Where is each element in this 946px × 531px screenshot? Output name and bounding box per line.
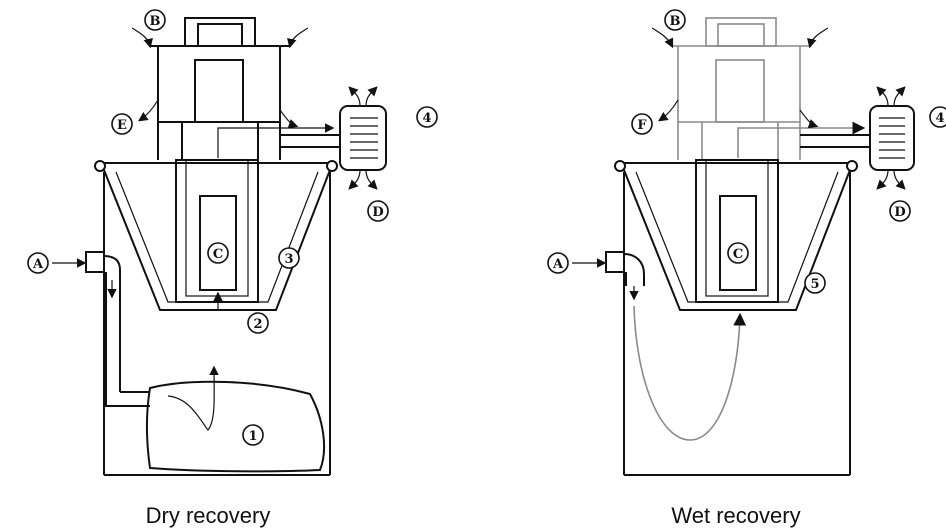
svg-text:4: 4 <box>422 111 431 126</box>
wet-tank <box>614 160 858 476</box>
dry-intake-pipe <box>52 251 150 407</box>
svg-text:A: A <box>32 257 44 272</box>
svg-text:2: 2 <box>253 317 262 332</box>
svg-text:A: A <box>552 257 564 272</box>
svg-text:D: D <box>894 205 905 220</box>
wet-callout-C: C <box>727 242 749 264</box>
wet-recovery-panel: B F 4 D A C 5 Wet recovery <box>547 9 946 528</box>
dry-bag-airflow <box>167 365 219 431</box>
wet-exhaust-filter <box>869 86 915 190</box>
svg-text:C: C <box>213 247 223 262</box>
svg-text:E: E <box>117 118 127 133</box>
wet-side-arrow-right <box>799 109 819 129</box>
dry-callout-1: 1 <box>242 424 264 446</box>
dry-exhaust-filter <box>339 86 387 190</box>
svg-text:D: D <box>372 205 383 220</box>
dry-side-arrow-right <box>279 109 299 129</box>
svg-text:B: B <box>150 14 161 29</box>
wet-callout-B: B <box>664 9 686 31</box>
dry-callout-C: C <box>207 242 229 264</box>
dry-motor-head <box>150 17 290 160</box>
svg-text:3: 3 <box>284 252 293 267</box>
wet-water-flow-arrow <box>633 305 747 441</box>
wet-intake-arrow-right <box>807 27 829 49</box>
wet-intake-pipe <box>572 251 645 301</box>
wet-callout-4: 4 <box>929 106 946 128</box>
dry-callout-B: B <box>144 9 166 31</box>
dry-filter-basket <box>103 159 331 311</box>
wet-exhaust-duct <box>737 121 870 158</box>
dry-callout-D: D <box>367 200 389 222</box>
wet-intake-arrow-left <box>651 27 674 49</box>
dry-side-arrow-left <box>138 99 159 122</box>
dry-intake-arrow-right <box>287 27 309 49</box>
svg-text:F: F <box>637 118 647 133</box>
svg-text:5: 5 <box>810 277 819 292</box>
wet-side-arrow-left <box>658 99 679 122</box>
dry-callout-2: 2 <box>247 312 269 334</box>
dry-tank <box>94 160 338 476</box>
wet-callout-5: 5 <box>804 272 826 294</box>
svg-text:1: 1 <box>248 429 257 444</box>
dry-callout-E: E <box>111 113 133 135</box>
wet-callout-D: D <box>889 200 911 222</box>
dry-recovery-caption: Dry recovery <box>146 503 271 528</box>
wet-callout-A: A <box>547 252 569 274</box>
dry-dust-bag <box>146 380 326 473</box>
wet-recovery-caption: Wet recovery <box>671 503 800 528</box>
wet-callout-F: F <box>631 113 653 135</box>
svg-text:4: 4 <box>935 111 944 126</box>
dry-callout-3: 3 <box>278 247 300 269</box>
svg-text:C: C <box>733 247 743 262</box>
svg-text:B: B <box>670 14 681 29</box>
dry-recovery-panel: B E 4 D A C 3 2 <box>27 9 438 528</box>
wet-motor-head <box>672 17 810 160</box>
dry-intake-arrow-left <box>131 27 153 49</box>
dry-callout-A: A <box>27 252 49 274</box>
dry-callout-4: 4 <box>416 106 438 128</box>
wet-float-cage <box>623 159 851 311</box>
